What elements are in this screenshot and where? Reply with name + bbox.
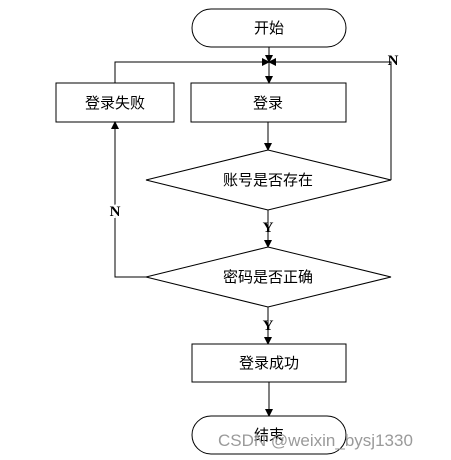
- password-yes-label: Y: [263, 318, 274, 334]
- start-node: 开始: [191, 8, 347, 48]
- edge-failed-to-merge: [114, 58, 270, 83]
- login-success-node: 登录成功: [191, 343, 347, 383]
- login-label: 登录: [253, 94, 283, 112]
- end-label: 结束: [254, 426, 284, 444]
- login-failed-node: 登录失败: [55, 82, 175, 123]
- login-failed-label: 登录失败: [85, 94, 145, 112]
- login-node: 登录: [190, 82, 347, 123]
- account-yes-label: Y: [263, 220, 274, 236]
- account-exists-label: 账号是否存在: [223, 171, 313, 189]
- edge-account-no: [268, 58, 392, 180]
- password-correct-label: 密码是否正确: [223, 268, 313, 286]
- start-label: 开始: [254, 19, 284, 37]
- csdn-watermark: CSDN @weixin_bysj1330: [218, 431, 413, 450]
- account-exists-decision: 账号是否存在: [145, 149, 392, 211]
- account-no-label: N: [388, 53, 399, 69]
- login-success-label: 登录成功: [239, 354, 299, 372]
- end-node: 结束: [191, 415, 347, 455]
- password-correct-decision: 密码是否正确: [145, 246, 392, 308]
- edge-password-no: [111, 121, 146, 278]
- password-no-label: N: [110, 204, 121, 220]
